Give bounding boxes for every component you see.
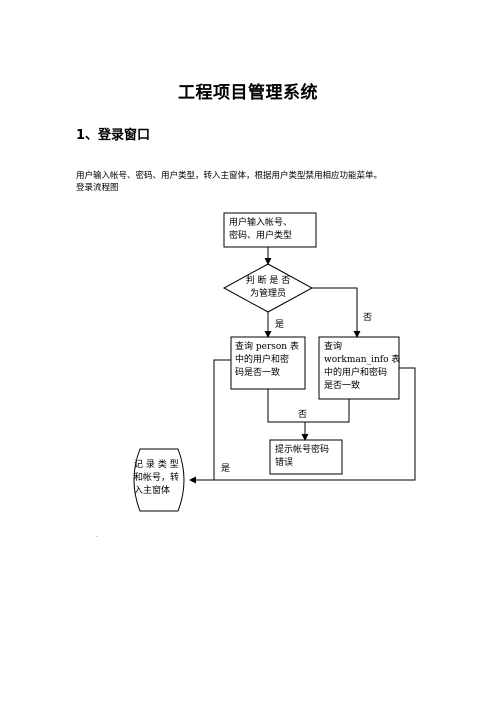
record-box-line2: 和帐号，转: [134, 473, 180, 483]
input-box: 用户输入帐号、 密码、用户类型: [229, 217, 292, 243]
person-box-line1: 查询 person 表: [235, 342, 299, 352]
workman-query-box: 查询 workman_info 表 中的用户和密码 是否一致: [324, 341, 400, 393]
page-title: 工程项目管理系统: [178, 83, 318, 103]
record-box-line1: 记 录 类 型: [134, 460, 179, 470]
record-box-shape: [133, 448, 185, 512]
record-box-line3: 入主窗体: [134, 486, 171, 496]
label-yes-decision: 是: [275, 320, 285, 330]
person-query-box: 查询 person 表 中的用户和密 码是否一致: [235, 341, 299, 380]
description-paragraph: 用户输入帐号、密码、用户类型，转入主窗体，根据用户类型禁用相应功能菜单。: [76, 171, 383, 181]
error-box-line2: 错误: [275, 458, 294, 468]
line-person-to-merge: [267, 389, 350, 423]
label-no-decision: 否: [363, 313, 373, 323]
error-box-line1: 提示帐号密码: [275, 445, 330, 455]
decision-line1: 判 断 是 否: [245, 276, 291, 286]
line-person-yes-to-record: [213, 359, 231, 480]
input-box-line1: 用户输入帐号、: [229, 218, 293, 228]
section-heading: 1、登录窗口: [76, 128, 151, 143]
error-box: 提示帐号密码 错误: [275, 444, 329, 470]
flowchart-caption: 登录流程图: [76, 183, 119, 193]
input-box-line2: 密码、用户类型: [229, 231, 293, 241]
arrow-workman-yes-to-record: [189, 367, 416, 484]
input-box-shape: [223, 212, 317, 248]
workman-box-line3: 中的用户和密码: [324, 368, 388, 378]
label-yes-record: 是: [221, 464, 231, 474]
trailing-mark: .: [96, 532, 98, 539]
decision-line2: 为管理员: [249, 289, 286, 299]
workman-box-line2: workman_info 表: [324, 355, 401, 365]
workman-box-line4: 是否一致: [324, 381, 361, 391]
arrow-decision-to-workman: [312, 287, 361, 338]
label-no-merge: 否: [298, 410, 308, 420]
workman-box-line1: 查询: [324, 342, 343, 352]
record-box: 记 录 类 型 和帐号，转 入主窗体: [134, 459, 179, 498]
person-box-line2: 中的用户和密: [235, 355, 290, 365]
decision-diamond: 判 断 是 否 为管理员: [240, 275, 296, 301]
person-box-line3: 码是否一致: [235, 368, 281, 378]
